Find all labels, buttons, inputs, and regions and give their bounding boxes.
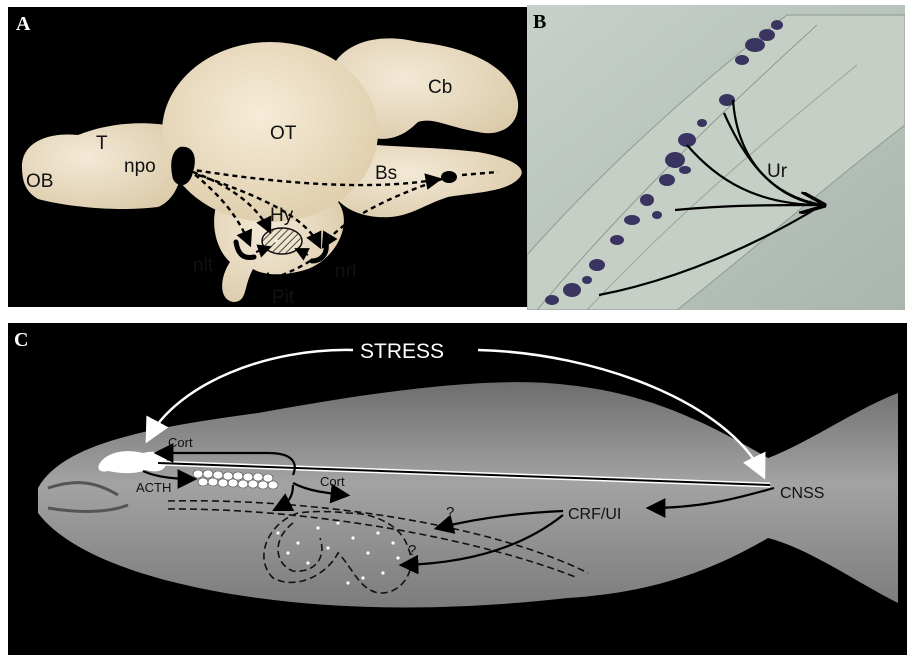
label-nrl: nrl	[335, 261, 356, 282]
label-stress: STRESS	[360, 340, 444, 363]
label-ob: OB	[26, 171, 53, 192]
histology-figure: Ur	[527, 5, 905, 310]
asterisk-mark: *	[274, 236, 279, 250]
brain-figure: * OB T npo OT Cb Hy Bs nlt	[8, 7, 533, 307]
label-question-2: ?	[408, 542, 416, 559]
label-npo: npo	[124, 156, 156, 177]
label-bs: Bs	[375, 163, 397, 184]
panel-c-fish: STRESS Cort ACTH Cort CNSS CRF/UI ? ? C	[8, 323, 907, 655]
panel-letter-a: A	[16, 13, 30, 36]
label-cnss: CNSS	[780, 485, 824, 502]
label-pit: Pit	[272, 287, 295, 307]
label-question-1: ?	[446, 504, 454, 521]
label-nlt: nlt	[193, 255, 214, 276]
label-ot: OT	[270, 123, 297, 144]
label-cort-top: Cort	[168, 435, 193, 450]
panel-letter-c: C	[14, 329, 28, 352]
panel-a-brain: * OB T npo OT Cb Hy Bs nlt	[8, 7, 533, 307]
bs-nucleus	[441, 171, 457, 183]
label-cb: Cb	[428, 77, 452, 98]
label-acth: ACTH	[136, 480, 171, 495]
label-cort-mid: Cort	[320, 474, 345, 489]
panel-b-histology: Ur B	[527, 5, 905, 310]
label-ur: Ur	[767, 161, 788, 182]
fish-figure: STRESS Cort ACTH Cort CNSS CRF/UI ? ?	[8, 323, 907, 655]
label-hy: Hy	[270, 205, 294, 226]
label-t: T	[96, 133, 108, 154]
panel-letter-b: B	[533, 11, 546, 34]
label-crf-ui: CRF/UI	[568, 506, 621, 523]
